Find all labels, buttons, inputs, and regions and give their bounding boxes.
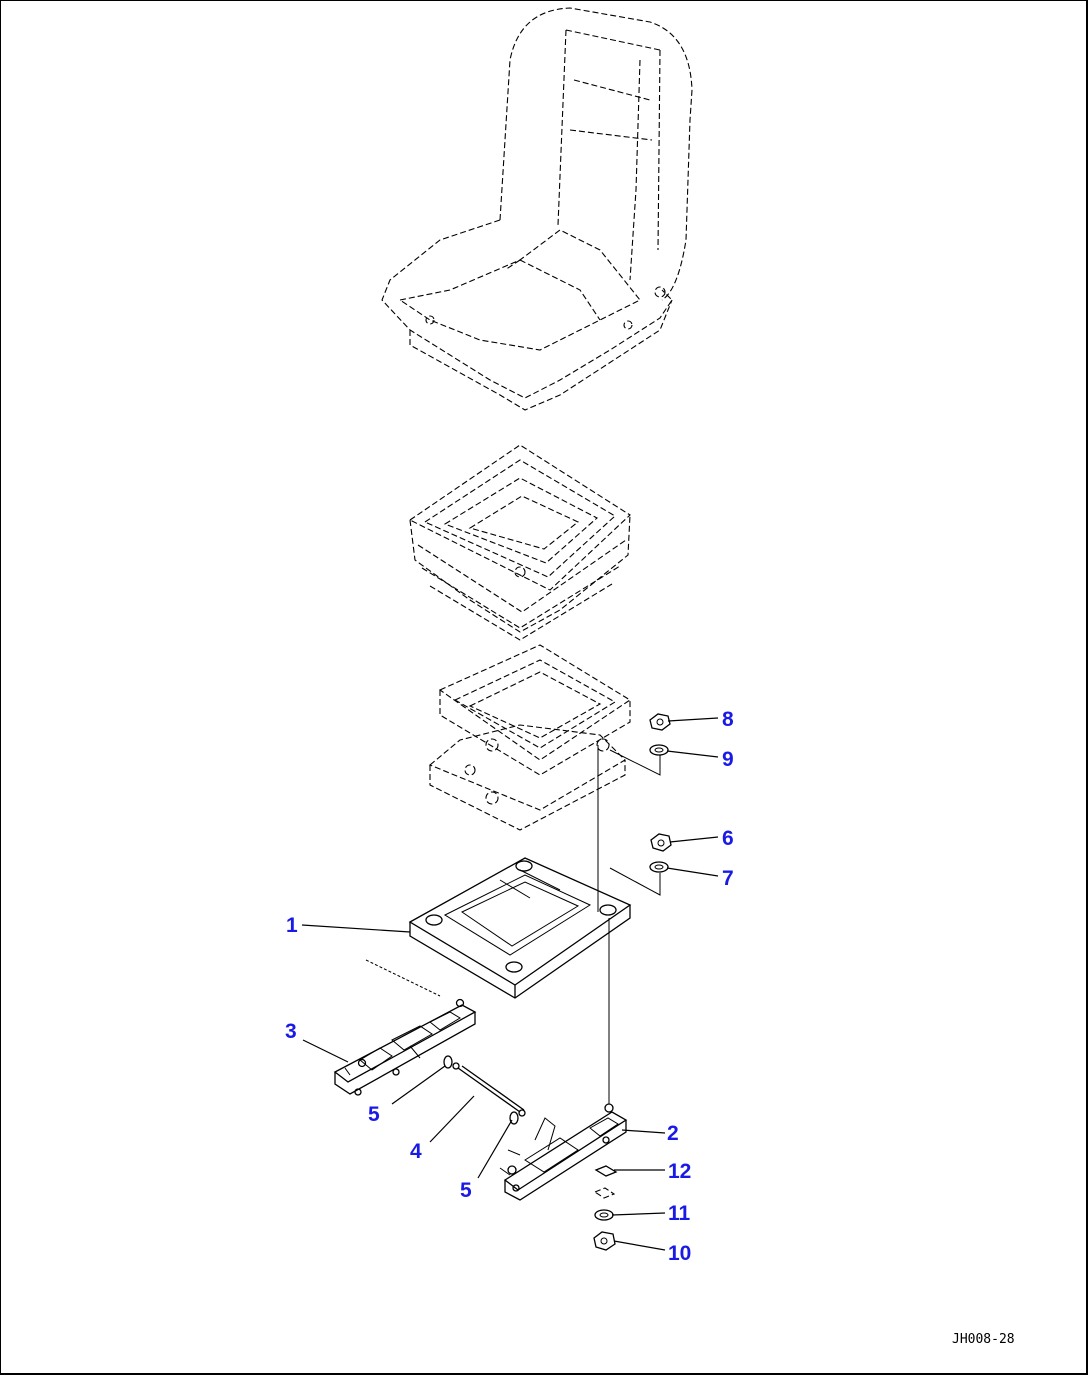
callout-12: 12 [668, 1160, 691, 1183]
part-2-slide-rail-right [499, 1103, 628, 1201]
part-6-nut [650, 833, 672, 852]
callout-7: 7 [722, 867, 734, 890]
figure-code: JH008-28 [952, 1332, 1015, 1347]
suspension-mechanism-outline [428, 644, 632, 831]
part-9-washer [649, 744, 669, 756]
callout-11: 11 [668, 1202, 691, 1225]
callout-5-left: 5 [368, 1103, 380, 1126]
fasteners [593, 713, 672, 1251]
callout-leaders [301, 717, 719, 1251]
part-12-plate [593, 1165, 618, 1199]
callout-10: 10 [668, 1242, 691, 1265]
callout-1: 1 [286, 914, 298, 937]
callout-2: 2 [667, 1122, 679, 1145]
seat-outline [381, 7, 693, 411]
part-1-mounting-plate [408, 857, 632, 999]
callout-9: 9 [722, 748, 734, 771]
callout-5-right: 5 [460, 1179, 472, 1202]
callout-numbers: 1 2 3 4 5 5 6 7 8 9 10 11 12 [285, 708, 734, 1265]
part-5-clips [443, 1055, 519, 1125]
part-7-washer [649, 861, 669, 873]
assembly-guide-lines [365, 745, 661, 1104]
callout-4: 4 [410, 1140, 422, 1163]
callout-6: 6 [722, 827, 734, 850]
part-4-rod [452, 1062, 526, 1117]
part-8-nut [649, 713, 671, 731]
part-11-washer [594, 1209, 614, 1221]
suspension-bellows-outline [408, 444, 631, 641]
callout-8: 8 [722, 708, 734, 731]
callout-3: 3 [285, 1020, 297, 1043]
part-3-slide-rail-left [333, 998, 477, 1096]
part-10-nut [593, 1231, 616, 1251]
